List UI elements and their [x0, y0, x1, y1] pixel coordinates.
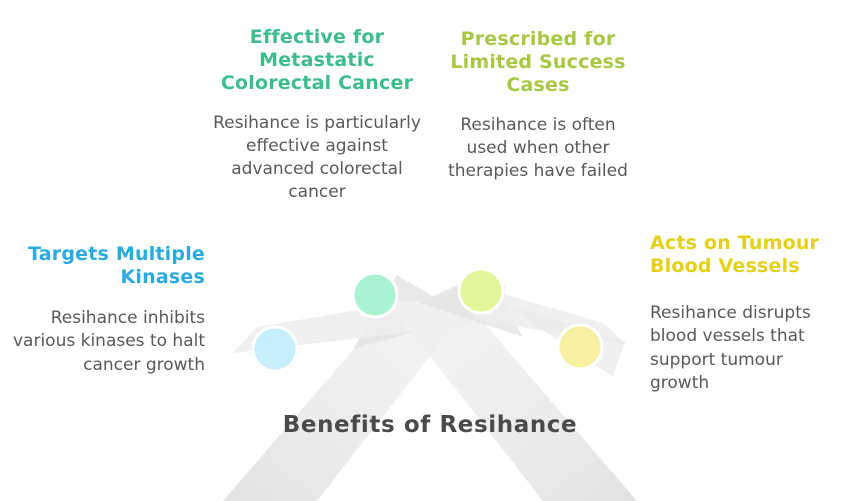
arrow-left-tail: [223, 301, 473, 501]
node-circle-yellow: [556, 323, 604, 371]
center-title: Benefits of Resihance: [282, 412, 578, 438]
node-circle-lime: [457, 267, 505, 315]
callout-limited-success: Prescribed for Limited Success Cases Res…: [443, 28, 633, 183]
callout-blood-vessels-heading: Acts on Tumour Blood Vessels: [650, 232, 820, 278]
callout-metastatic: Effective for Metastatic Colorectal Canc…: [203, 26, 431, 204]
central-arrow-diagram: [223, 267, 637, 501]
callout-blood-vessels-body: Resihance disrupts blood vessels that su…: [650, 303, 811, 393]
node-circle-blue: [251, 325, 299, 373]
callout-metastatic-body: Resihance is particularly effective agai…: [213, 112, 421, 202]
callout-limited-success-body: Resihance is often used when other thera…: [448, 114, 628, 181]
callout-kinases-body: Resihance inhibits various kinases to ha…: [12, 308, 205, 375]
callout-kinases-heading: Targets Multiple Kinases: [28, 243, 205, 289]
callout-blood-vessels: Acts on Tumour Blood Vessels Resihance d…: [650, 232, 830, 395]
arrow-right-tail: [387, 301, 637, 501]
callout-metastatic-heading: Effective for Metastatic Colorectal Canc…: [220, 26, 414, 95]
callout-limited-success-heading: Prescribed for Limited Success Cases: [450, 28, 626, 97]
node-circle-mint: [351, 271, 399, 319]
arrow-right-group: [387, 271, 637, 501]
callout-kinases: Targets Multiple Kinases Resihance inhib…: [10, 243, 205, 377]
